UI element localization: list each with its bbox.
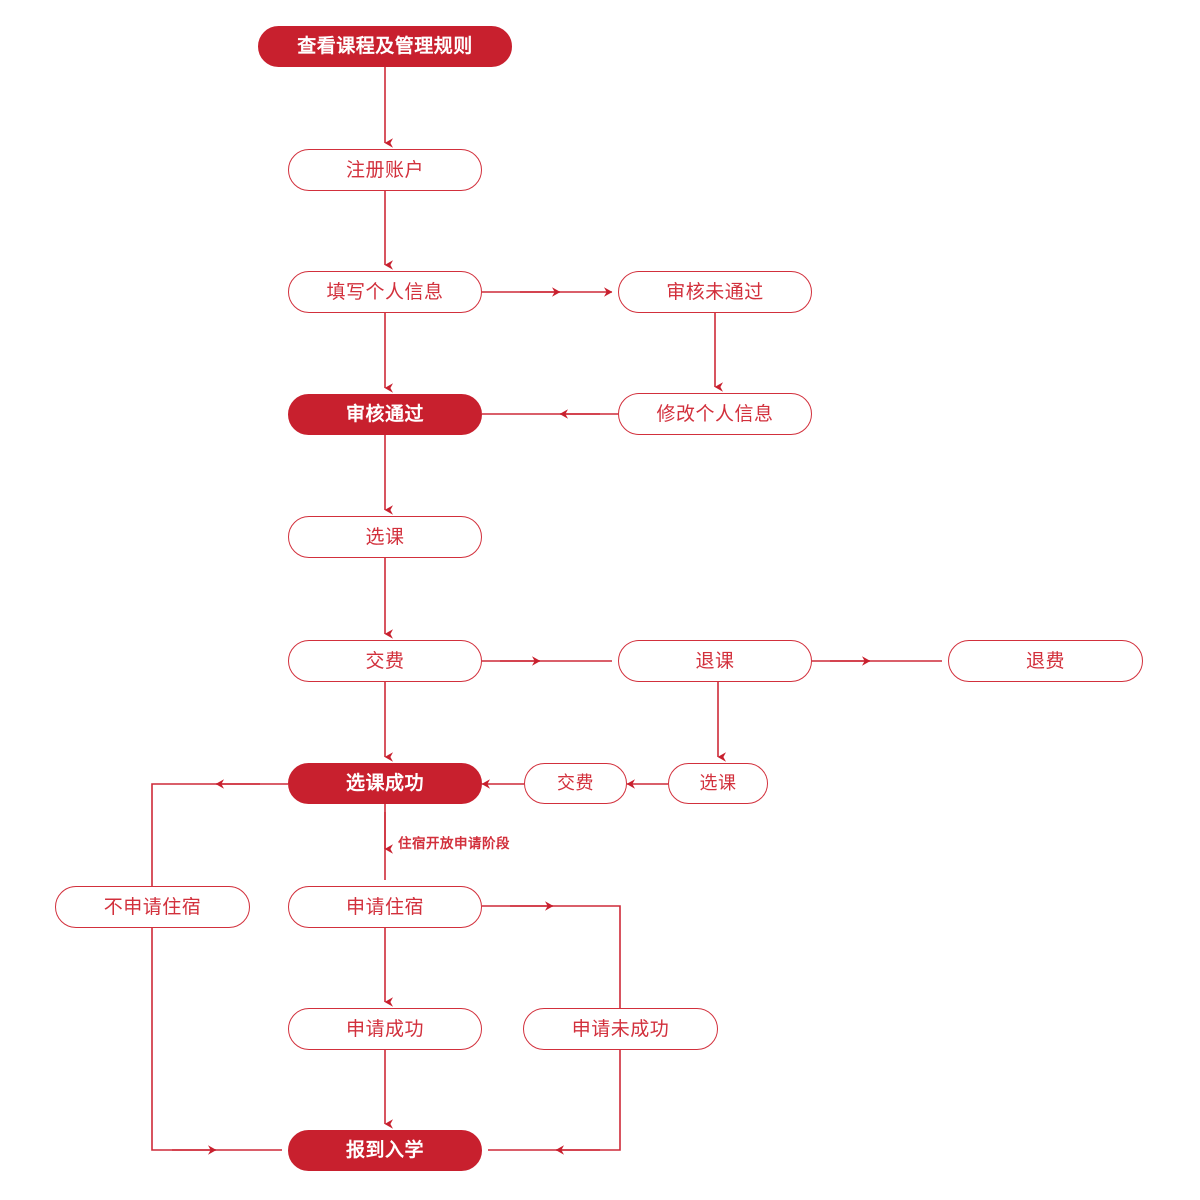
flow-node-n8[interactable]: 交费: [288, 640, 482, 682]
flow-node-label: 交费: [365, 649, 405, 672]
flow-node-n7[interactable]: 选课: [288, 516, 482, 558]
flow-node-n5[interactable]: 审核通过: [288, 394, 482, 435]
flow-node-n3[interactable]: 填写个人信息: [288, 271, 482, 313]
flow-node-n17[interactable]: 申请未成功: [523, 1008, 718, 1050]
flow-node-n9[interactable]: 退课: [618, 640, 812, 682]
flow-node-n16[interactable]: 申请成功: [288, 1008, 482, 1050]
flow-node-label: 申请成功: [345, 1017, 424, 1040]
flow-node-label: 报到入学: [345, 1139, 424, 1161]
flow-node-n11[interactable]: 选课成功: [288, 763, 482, 804]
flow-node-n4[interactable]: 审核未通过: [618, 271, 812, 313]
flow-node-n2[interactable]: 注册账户: [288, 149, 482, 191]
flow-node-n12[interactable]: 交费: [524, 763, 627, 804]
flow-node-n14[interactable]: 不申请住宿: [55, 886, 250, 928]
flow-node-label: 查看课程及管理规则: [297, 35, 473, 57]
flow-node-label: 填写个人信息: [326, 280, 444, 303]
flow-node-label: 选课: [699, 772, 737, 794]
flow-node-n10[interactable]: 退费: [948, 640, 1143, 682]
flow-node-label: 审核未通过: [666, 280, 764, 303]
flow-node-label: 不申请住宿: [103, 895, 202, 918]
flow-node-label: 选课: [365, 525, 405, 548]
flow-node-label: 退费: [1025, 649, 1065, 672]
flow-node-label: 修改个人信息: [656, 402, 774, 425]
flow-node-label: 申请未成功: [571, 1017, 670, 1040]
flow-edge-label-el1: 住宿开放申请阶段: [398, 836, 510, 852]
flow-node-n18[interactable]: 报到入学: [288, 1130, 482, 1171]
flow-node-label: 退课: [695, 649, 735, 672]
flow-node-n13[interactable]: 选课: [668, 763, 768, 804]
flow-node-label: 审核通过: [345, 403, 424, 425]
flow-node-label: 选课成功: [345, 772, 424, 794]
flow-node-n1[interactable]: 查看课程及管理规则: [258, 26, 512, 67]
flow-node-n6[interactable]: 修改个人信息: [618, 393, 812, 435]
edge-n11-n18-left: [151, 783, 288, 1151]
flow-node-n15[interactable]: 申请住宿: [288, 886, 482, 928]
flow-node-label: 注册账户: [345, 158, 424, 181]
flow-node-label: 申请住宿: [345, 895, 424, 918]
flow-node-label: 交费: [557, 772, 594, 794]
